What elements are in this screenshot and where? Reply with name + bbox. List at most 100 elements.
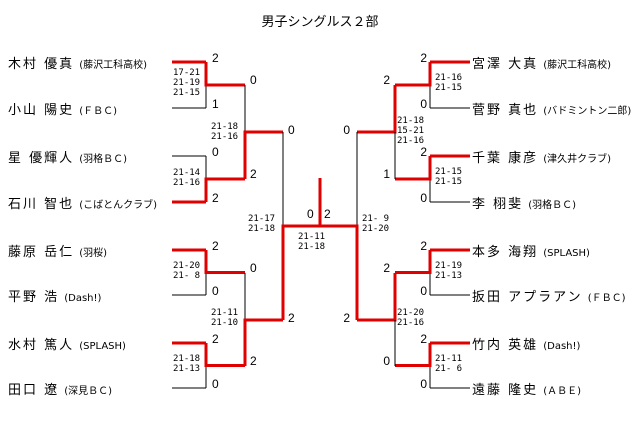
left-player: 平野 浩 (Dash!) (8, 286, 101, 305)
player-name: 菅野 真也 (472, 103, 539, 118)
left-sf-connector (281, 224, 320, 320)
right-r1-score: 0 (420, 191, 427, 205)
left-r3-score: 2 (288, 311, 295, 325)
right-r2-connector (357, 85, 397, 134)
final-score-left: 0 (307, 207, 314, 221)
right-player: 菅野 真也 (バドミントン二郎) (472, 99, 631, 118)
right-r1-connector (395, 156, 432, 181)
right-sf-games: 21- 9 21-20 (362, 214, 390, 234)
player-name: 李 栩斐 (472, 197, 524, 212)
right-player: 遠藤 隆史 (ＡＢＥ) (472, 379, 581, 398)
left-r1-games: 21-14 21-16 (173, 168, 201, 188)
right-player: 宮澤 大真 (藤沢工科高校) (472, 53, 611, 72)
right-r1-score: 0 (420, 284, 427, 298)
right-player: 李 栩斐 (羽格ＢＣ) (472, 193, 576, 212)
player-name: 竹内 英雄 (472, 338, 539, 353)
right-player: 扳田 アプラアン (ＦＢＣ) (472, 286, 626, 305)
player-club: (ＡＢＥ) (543, 386, 582, 397)
player-name: 宮澤 大真 (472, 57, 539, 72)
right-r2-score: 2 (383, 73, 390, 87)
player-name: 千葉 康彦 (472, 151, 539, 166)
final-games: 21-11 21-18 (298, 232, 326, 252)
left-r1-connector (204, 250, 245, 274)
player-name: 藤原 岳仁 (8, 245, 75, 260)
right-r1-games: 21-19 21-13 (435, 261, 463, 281)
player-club: (藤沢工科高校) (543, 60, 612, 71)
right-r3-score: 2 (343, 311, 350, 325)
player-club: (バドミントン二郎) (543, 106, 632, 117)
right-r1-score: 0 (420, 377, 427, 391)
left-r1-games: 21-20 21- 8 (173, 261, 201, 281)
right-r1-score: 2 (420, 239, 427, 253)
left-r1-score: 2 (212, 332, 219, 346)
player-name: 平野 浩 (8, 290, 60, 305)
right-r1-score: 0 (420, 97, 427, 111)
right-player: 竹内 英雄 (Dash!) (472, 334, 580, 353)
left-player: 星 優輝人 (羽格ＢＣ) (8, 147, 127, 166)
right-r1-games: 21-15 21-15 (435, 167, 463, 187)
left-player: 藤原 岳仁 (羽桜) (8, 241, 107, 260)
right-r1-connector (395, 250, 432, 274)
left-r1-score: 0 (212, 145, 219, 159)
right-r1-score: 2 (420, 51, 427, 65)
player-name: 田口 遼 (8, 383, 60, 398)
left-r2-score: 0 (250, 261, 257, 275)
right-r1-score: 2 (420, 332, 427, 346)
right-r1-connector (395, 62, 432, 87)
right-r1-connector (395, 343, 432, 367)
right-r2-connector (357, 273, 397, 322)
left-player: 田口 遼 (深見ＢＣ) (8, 379, 112, 398)
left-r2-score: 2 (250, 167, 257, 181)
left-r1-score: 1 (212, 97, 219, 111)
player-name: 木村 優真 (8, 57, 75, 72)
player-name: 星 優輝人 (8, 151, 75, 166)
page-title: 男子シングルス２部 (261, 15, 379, 30)
player-club: (SPLASH) (543, 248, 590, 259)
player-club: (こばとんクラブ) (79, 200, 158, 211)
left-r1-connector (204, 177, 245, 202)
player-club: (SPLASH) (79, 341, 126, 352)
right-r2-games: 21-20 21-16 (397, 308, 425, 328)
player-club: (ＦＢＣ) (587, 293, 626, 304)
final-score-right: 2 (324, 207, 331, 221)
left-r1-games: 17-21 21-19 21-15 (173, 68, 201, 98)
left-r2-score: 0 (250, 73, 257, 87)
right-player: 千葉 康彦 (津久井クラブ) (472, 147, 611, 166)
left-r1-games: 21-18 21-13 (173, 354, 201, 374)
player-name: 小山 陽史 (8, 103, 75, 118)
left-player: 木村 優真 (藤沢工科高校) (8, 53, 147, 72)
left-r1-score: 2 (212, 191, 219, 205)
left-r1-connector (204, 343, 245, 367)
left-r2-games: 21-18 21-16 (211, 122, 239, 142)
right-r1-games: 21-16 21-15 (435, 73, 463, 93)
left-r1-connector (204, 62, 245, 87)
player-name: 石川 智也 (8, 197, 75, 212)
player-club: (Dash!) (543, 341, 581, 352)
player-club: (Dash!) (64, 293, 102, 304)
player-club: (羽格ＢＣ) (79, 154, 128, 165)
right-r2-score: 0 (383, 354, 390, 368)
player-club: (羽桜) (79, 248, 108, 259)
player-club: (藤沢工科高校) (79, 60, 148, 71)
right-r3-score: 0 (343, 123, 350, 137)
player-name: 水村 篤人 (8, 338, 75, 353)
left-r1-score: 2 (212, 239, 219, 253)
left-player: 小山 陽史 (ＦＢＣ) (8, 99, 117, 118)
player-name: 本多 海翔 (472, 245, 539, 260)
left-sf-games: 21-17 21-18 (248, 214, 276, 234)
left-player: 水村 篤人 (SPLASH) (8, 334, 126, 353)
left-r2-games: 21-11 21-10 (211, 308, 239, 328)
left-r3-score: 0 (288, 123, 295, 137)
left-r1-score: 2 (212, 51, 219, 65)
player-club: (深見ＢＣ) (64, 386, 113, 397)
right-r1-games: 21-11 21- 6 (435, 354, 463, 374)
right-sf-connector (320, 224, 359, 320)
left-r1-score: 0 (212, 377, 219, 391)
left-r2-connector (243, 130, 283, 179)
right-r1-score: 2 (420, 145, 427, 159)
left-player: 石川 智也 (こばとんクラブ) (8, 193, 157, 212)
right-r2-score: 1 (383, 167, 390, 181)
right-r2-score: 2 (383, 261, 390, 275)
